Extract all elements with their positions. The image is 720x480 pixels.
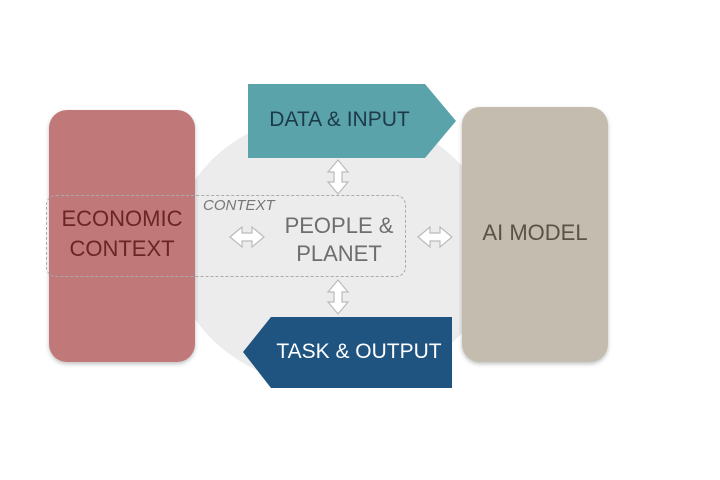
context-tag: CONTEXT [203, 197, 275, 214]
people-planet-label: PEOPLE & PLANET [268, 212, 410, 268]
economic-context-box [49, 110, 195, 362]
economic-context-line1: ECONOMIC [61, 206, 183, 231]
task-output-label: TASK & OUTPUT [276, 340, 442, 363]
ai-model-box [462, 107, 608, 362]
ai-model-label: AI MODEL [482, 220, 588, 245]
people-planet-line2: PLANET [296, 241, 382, 266]
people-planet-line1: PEOPLE & [284, 213, 394, 238]
double-arrow-horizontal-left-icon [229, 225, 265, 249]
double-arrow-horizontal-right-icon [417, 225, 453, 249]
economic-context-label: ECONOMIC CONTEXT [49, 204, 195, 264]
double-arrow-vertical-top-icon [326, 159, 350, 195]
data-input-arrow [248, 84, 456, 158]
context-boundary [46, 195, 406, 277]
task-output-arrow [243, 317, 452, 388]
double-arrow-vertical-bottom-icon [326, 279, 350, 315]
data-input-label: DATA & INPUT [269, 108, 410, 131]
economic-context-line2: CONTEXT [69, 236, 175, 261]
